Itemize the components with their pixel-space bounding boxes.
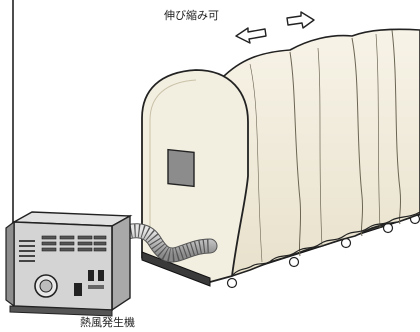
heater-label: 熱風発生機 xyxy=(80,316,135,329)
front-base-rail xyxy=(141,251,211,287)
tent-body xyxy=(221,28,420,277)
tent-front-face xyxy=(141,69,249,283)
arrow-left-icon xyxy=(235,27,267,44)
flexible-duct xyxy=(108,223,218,263)
arrow-right-icon xyxy=(286,11,315,29)
stretch-label: 伸び縮み可 xyxy=(164,9,219,22)
vent-window xyxy=(167,148,195,188)
hot-air-generator xyxy=(5,211,133,317)
